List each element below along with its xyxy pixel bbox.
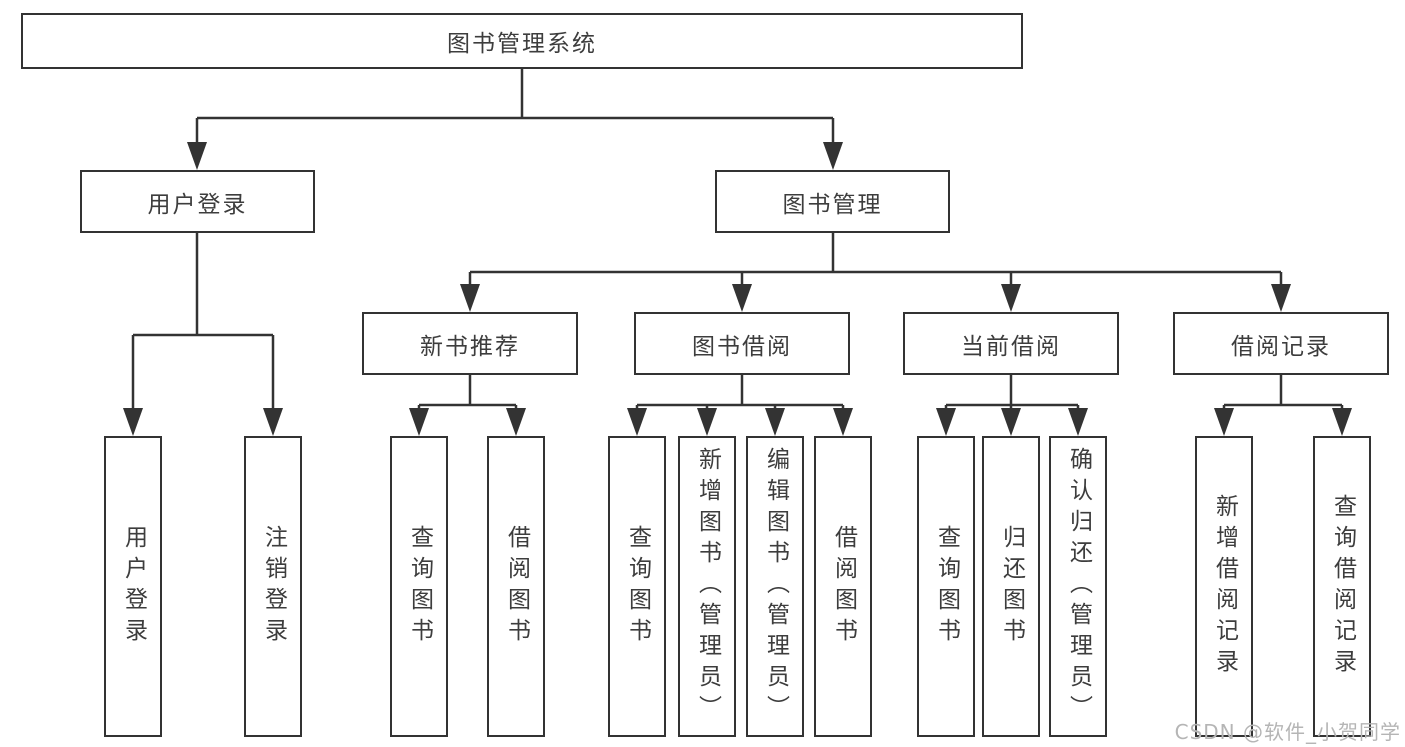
leaf-add-book-admin: 新增图书（管理员） — [678, 436, 736, 737]
leaf-borrow-books-borrowing: 借阅图书 — [814, 436, 872, 737]
node-new-book-recommendation: 新书推荐 — [362, 312, 578, 375]
csdn-watermark: CSDN @软件_小贺同学 — [1174, 720, 1401, 744]
node-current-borrowing: 当前借阅 — [903, 312, 1119, 375]
node-current-borrowing-label: 当前借阅 — [961, 333, 1061, 360]
node-user-login-label: 用户登录 — [147, 191, 248, 218]
leaf-edit-book-admin: 编辑图书（管理员） — [746, 436, 804, 737]
node-book-management-label: 图书管理 — [782, 191, 883, 218]
leaf-query-borrow-record: 查询借阅记录 — [1313, 436, 1371, 737]
leaf-query-books-current: 查询图书 — [917, 436, 975, 737]
leaf-query-books-recommend: 查询图书 — [390, 436, 448, 737]
node-book-borrowing: 图书借阅 — [634, 312, 850, 375]
node-borrowing-records-label: 借阅记录 — [1231, 333, 1331, 360]
node-root-label: 图书管理系统 — [447, 31, 597, 57]
node-user-login: 用户登录 — [80, 170, 315, 233]
node-borrowing-records: 借阅记录 — [1173, 312, 1389, 375]
node-root: 图书管理系统 — [21, 13, 1023, 69]
leaf-confirm-return-admin: 确认归还（管理员） — [1049, 436, 1107, 737]
leaf-add-borrow-record: 新增借阅记录 — [1195, 436, 1253, 737]
leaf-query-books-borrowing: 查询图书 — [608, 436, 666, 737]
leaf-return-books: 归还图书 — [982, 436, 1040, 737]
leaf-borrow-books-recommend: 借阅图书 — [487, 436, 545, 737]
arrowheads — [123, 142, 1352, 436]
leaf-user-login: 用户登录 — [104, 436, 162, 737]
node-book-borrowing-label: 图书借阅 — [692, 333, 792, 360]
node-new-book-recommendation-label: 新书推荐 — [420, 333, 520, 360]
node-book-management: 图书管理 — [715, 170, 950, 233]
leaf-logout: 注销登录 — [244, 436, 302, 737]
